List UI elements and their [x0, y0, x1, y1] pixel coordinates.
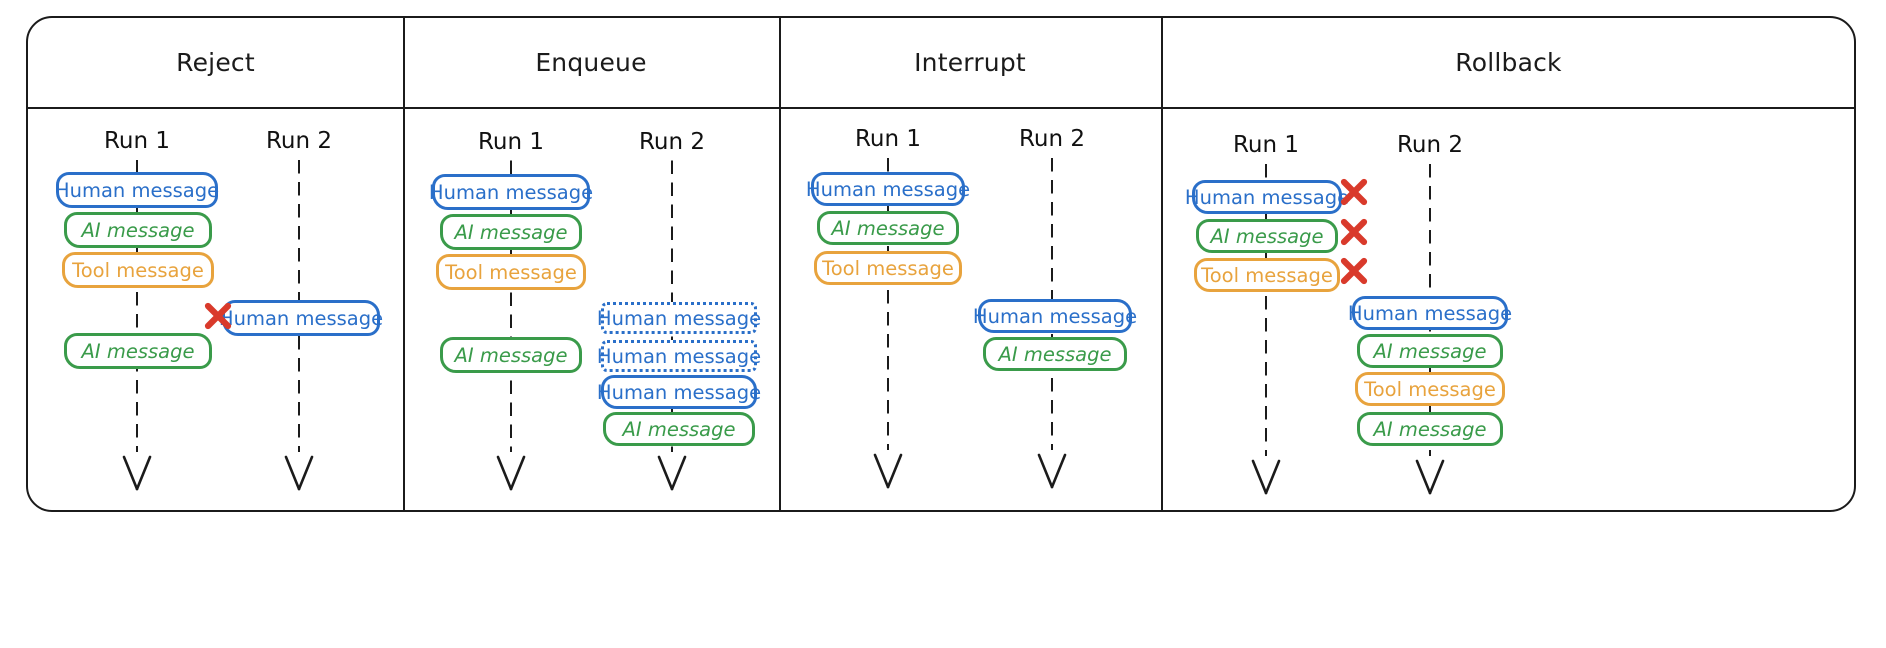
run-label-interrupt-run-1: Run 1 [854, 126, 922, 152]
run-label-interrupt-run-2: Run 2 [1018, 126, 1086, 152]
message-box-human: Human message [219, 300, 383, 336]
timeline-arrowhead [1415, 459, 1445, 495]
timeline-reject-run-1 [135, 154, 139, 452]
panel-enqueue: Enqueue [403, 18, 779, 510]
message-box-ai: AI message [1357, 334, 1503, 368]
timeline-arrowhead [122, 455, 152, 491]
panel-divider-1 [403, 18, 406, 510]
panel-reject: Reject [28, 18, 403, 510]
timeline-arrowhead [657, 455, 687, 491]
message-box-ai: AI message [64, 333, 212, 369]
message-box-human: Human message [973, 299, 1137, 333]
panel-rollback: Rollback [1161, 18, 1856, 510]
message-box-tool: Tool message [1355, 372, 1505, 406]
reject-x-icon [1340, 178, 1368, 206]
panel-divider-3 [1161, 18, 1164, 510]
run-label-enqueue-run-2: Run 2 [638, 129, 706, 155]
panel-title-enqueue: Enqueue [535, 48, 647, 77]
run-label-reject-run-1: Run 1 [103, 128, 171, 154]
message-box-tool: Tool message [1194, 258, 1340, 292]
message-box-human: Human message [597, 375, 761, 409]
run-label-rollback-run-1: Run 1 [1232, 132, 1300, 158]
message-box-tool: Tool message [436, 254, 586, 290]
timeline-rollback-run-1 [1264, 158, 1268, 456]
timeline-arrowhead [1037, 453, 1067, 489]
panel-title-rollback: Rollback [1455, 48, 1562, 77]
run-label-rollback-run-2: Run 2 [1396, 132, 1464, 158]
message-box-ai: AI message [440, 337, 582, 373]
timeline-interrupt-run-1 [886, 152, 890, 450]
message-box-ai: AI message [603, 412, 755, 446]
run-label-reject-run-2: Run 2 [265, 128, 333, 154]
message-box-human: Human message [429, 174, 593, 210]
panel-title-interrupt: Interrupt [914, 48, 1026, 77]
timeline-enqueue-run-1 [509, 155, 513, 452]
reject-x-icon [1340, 218, 1368, 246]
panel-title-reject: Reject [176, 48, 255, 77]
message-box-ai: AI message [1196, 219, 1338, 253]
timeline-arrowhead [873, 453, 903, 489]
message-box-human: Human message [55, 172, 219, 208]
message-box-ai: AI message [983, 337, 1127, 371]
message-box-human: Human message [597, 340, 761, 372]
message-box-tool: Tool message [814, 251, 962, 285]
message-box-human: Human message [1348, 296, 1512, 330]
message-box-ai: AI message [817, 211, 959, 245]
timeline-arrowhead [496, 455, 526, 491]
message-box-ai: AI message [64, 212, 212, 248]
panel-divider-2 [779, 18, 782, 510]
message-box-ai: AI message [440, 214, 582, 250]
message-box-human: Human message [597, 302, 761, 334]
timeline-arrowhead [1251, 459, 1281, 495]
message-box-human: Human message [1185, 180, 1349, 214]
message-box-human: Human message [806, 172, 970, 206]
panel-interrupt: Interrupt [779, 18, 1161, 510]
reject-x-icon [1340, 257, 1368, 285]
message-box-ai: AI message [1357, 412, 1503, 446]
header-divider [28, 107, 1854, 110]
run-label-enqueue-run-1: Run 1 [477, 129, 545, 155]
timeline-arrowhead [284, 455, 314, 491]
message-box-tool: Tool message [62, 252, 214, 288]
reject-x-icon [204, 302, 232, 330]
